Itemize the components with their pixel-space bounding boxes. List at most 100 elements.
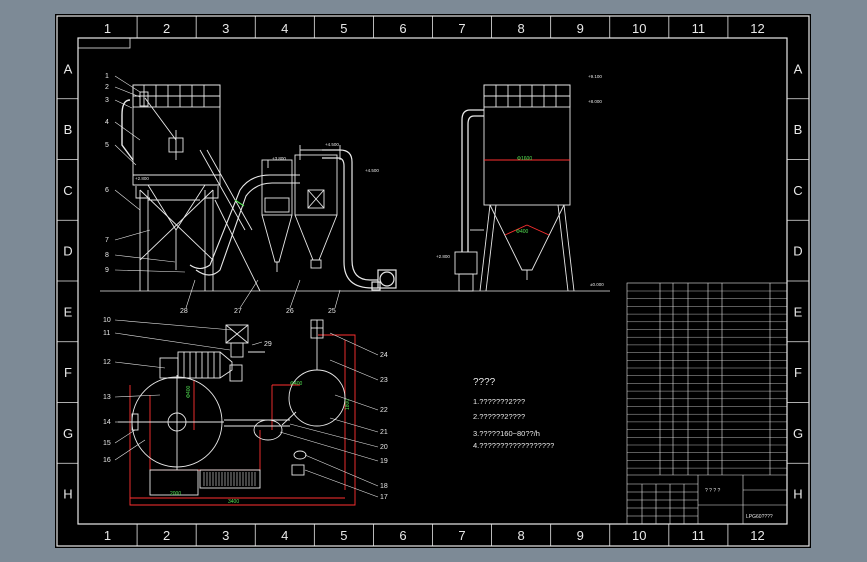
dimension-labels: Φ1600 Φ400 3400 2000 1800 Φ400 Φ400 <box>170 156 532 505</box>
note-line-4: 4.?????????????????? <box>473 441 554 450</box>
dim-heater: Φ400 <box>186 385 192 398</box>
row-label-left: D <box>63 244 72 259</box>
row-label-left: C <box>63 183 72 198</box>
column-label-bottom: 4 <box>281 528 288 543</box>
row-label-right: F <box>794 365 802 380</box>
technical-notes: ???? 1.???????2??? 2.??????2???? 3.?????… <box>473 377 554 450</box>
part-label: 5 <box>105 142 109 149</box>
part-label: 1 <box>105 73 109 80</box>
row-label-left: B <box>64 122 73 137</box>
row-label-left: H <box>63 487 72 502</box>
column-label-top: 2 <box>163 21 170 36</box>
column-label-bottom: 3 <box>222 528 229 543</box>
elevation-cyclone: +3.800 <box>272 156 286 161</box>
part-label: 19 <box>380 458 388 465</box>
row-label-right: G <box>793 426 803 441</box>
row-label-right: E <box>794 304 803 319</box>
cyclone-separator-2 <box>294 145 341 269</box>
elevation-ground-right: ±0.000 <box>590 282 604 287</box>
part-label: 22 <box>380 407 388 414</box>
elevation-mid1: +8.000 <box>588 99 602 104</box>
row-label-left: E <box>64 304 73 319</box>
part-label: 10 <box>103 317 111 324</box>
part-label: 6 <box>105 187 109 194</box>
column-label-bottom: 1 <box>104 528 111 543</box>
row-label-right: B <box>794 122 803 137</box>
dim-vertical-1: 1800 <box>345 399 351 410</box>
dim-pipe: Φ400 <box>290 381 303 387</box>
parts-list-table <box>626 282 788 525</box>
drawing-sheet <box>55 14 811 548</box>
part-label: 24 <box>380 352 388 359</box>
part-label: 11 <box>103 330 110 337</box>
column-label-top: 12 <box>750 21 764 36</box>
row-label-right: H <box>793 487 802 502</box>
elevation-tower-left: +2.800 <box>135 176 149 181</box>
part-label: 23 <box>380 377 388 384</box>
cyclone-separator-1 <box>261 159 293 272</box>
part-label: 16 <box>103 457 111 464</box>
part-label: 9 <box>105 267 109 274</box>
part-label: 28 <box>180 308 188 315</box>
spray-dryer-tower-right <box>454 84 575 292</box>
column-label-top: 9 <box>577 21 584 36</box>
corner-tag-box <box>77 37 131 49</box>
column-label-bottom: 7 <box>458 528 465 543</box>
row-label-left: A <box>64 61 73 76</box>
part-label: 13 <box>103 394 111 401</box>
part-label: 27 <box>234 308 242 315</box>
column-label-bottom: 12 <box>750 528 764 543</box>
part-label: 18 <box>380 483 388 490</box>
part-label: 8 <box>105 252 109 259</box>
column-label-top: 10 <box>632 21 646 36</box>
part-label: 2 <box>105 84 109 91</box>
column-label-top: 8 <box>518 21 525 36</box>
part-label: 21 <box>380 429 388 436</box>
part-label: 29 <box>264 341 272 348</box>
title-block-name: ? ? ? ? <box>705 488 721 494</box>
column-label-bottom: 6 <box>399 528 406 543</box>
column-label-bottom: 8 <box>518 528 525 543</box>
plan-view <box>118 319 356 506</box>
column-label-top: 4 <box>281 21 288 36</box>
note-line-1: 1.???????2??? <box>473 397 525 406</box>
dim-horizontal-1: 3400 <box>228 499 239 505</box>
part-label: 14 <box>103 419 111 426</box>
part-label: 15 <box>103 440 111 447</box>
column-label-top: 11 <box>692 21 706 36</box>
column-label-bottom: 2 <box>163 528 170 543</box>
elevation-top: +9.100 <box>588 74 602 79</box>
dim-cone-diameter: Φ400 <box>516 229 529 235</box>
part-label: 20 <box>380 444 388 451</box>
elevation-right-low: +2.800 <box>436 254 450 259</box>
dim-horizontal-2: 2000 <box>170 491 181 497</box>
row-label-left: F <box>64 365 72 380</box>
part-label: 12 <box>103 359 111 366</box>
column-label-bottom: 9 <box>577 528 584 543</box>
exhaust-duct-fan <box>322 149 397 291</box>
part-label: 25 <box>328 308 336 315</box>
part-label: 7 <box>105 237 109 244</box>
note-line-3: 3.?????160~80??/h <box>473 429 540 438</box>
leader-lines <box>114 75 379 498</box>
column-label-top: 1 <box>104 21 111 36</box>
elevation-exhaust: +4.500 <box>365 168 379 173</box>
column-label-top: 3 <box>222 21 229 36</box>
dim-tower-diameter: Φ1600 <box>517 156 532 162</box>
row-label-right: C <box>793 183 802 198</box>
part-label: 26 <box>286 308 294 315</box>
row-label-right: D <box>793 244 802 259</box>
part-label: 3 <box>105 97 109 104</box>
row-label-right: A <box>794 61 803 76</box>
title-block-drawing-no: LPG60???? <box>746 514 773 520</box>
row-grid: A A B B C C D D E E F F G G H H <box>57 61 809 502</box>
part-label: 4 <box>105 119 109 126</box>
column-label-bottom: 11 <box>692 528 706 543</box>
row-label-left: G <box>63 426 73 441</box>
elevation-cyclone2: +4.500 <box>325 142 339 147</box>
column-label-bottom: 5 <box>340 528 347 543</box>
